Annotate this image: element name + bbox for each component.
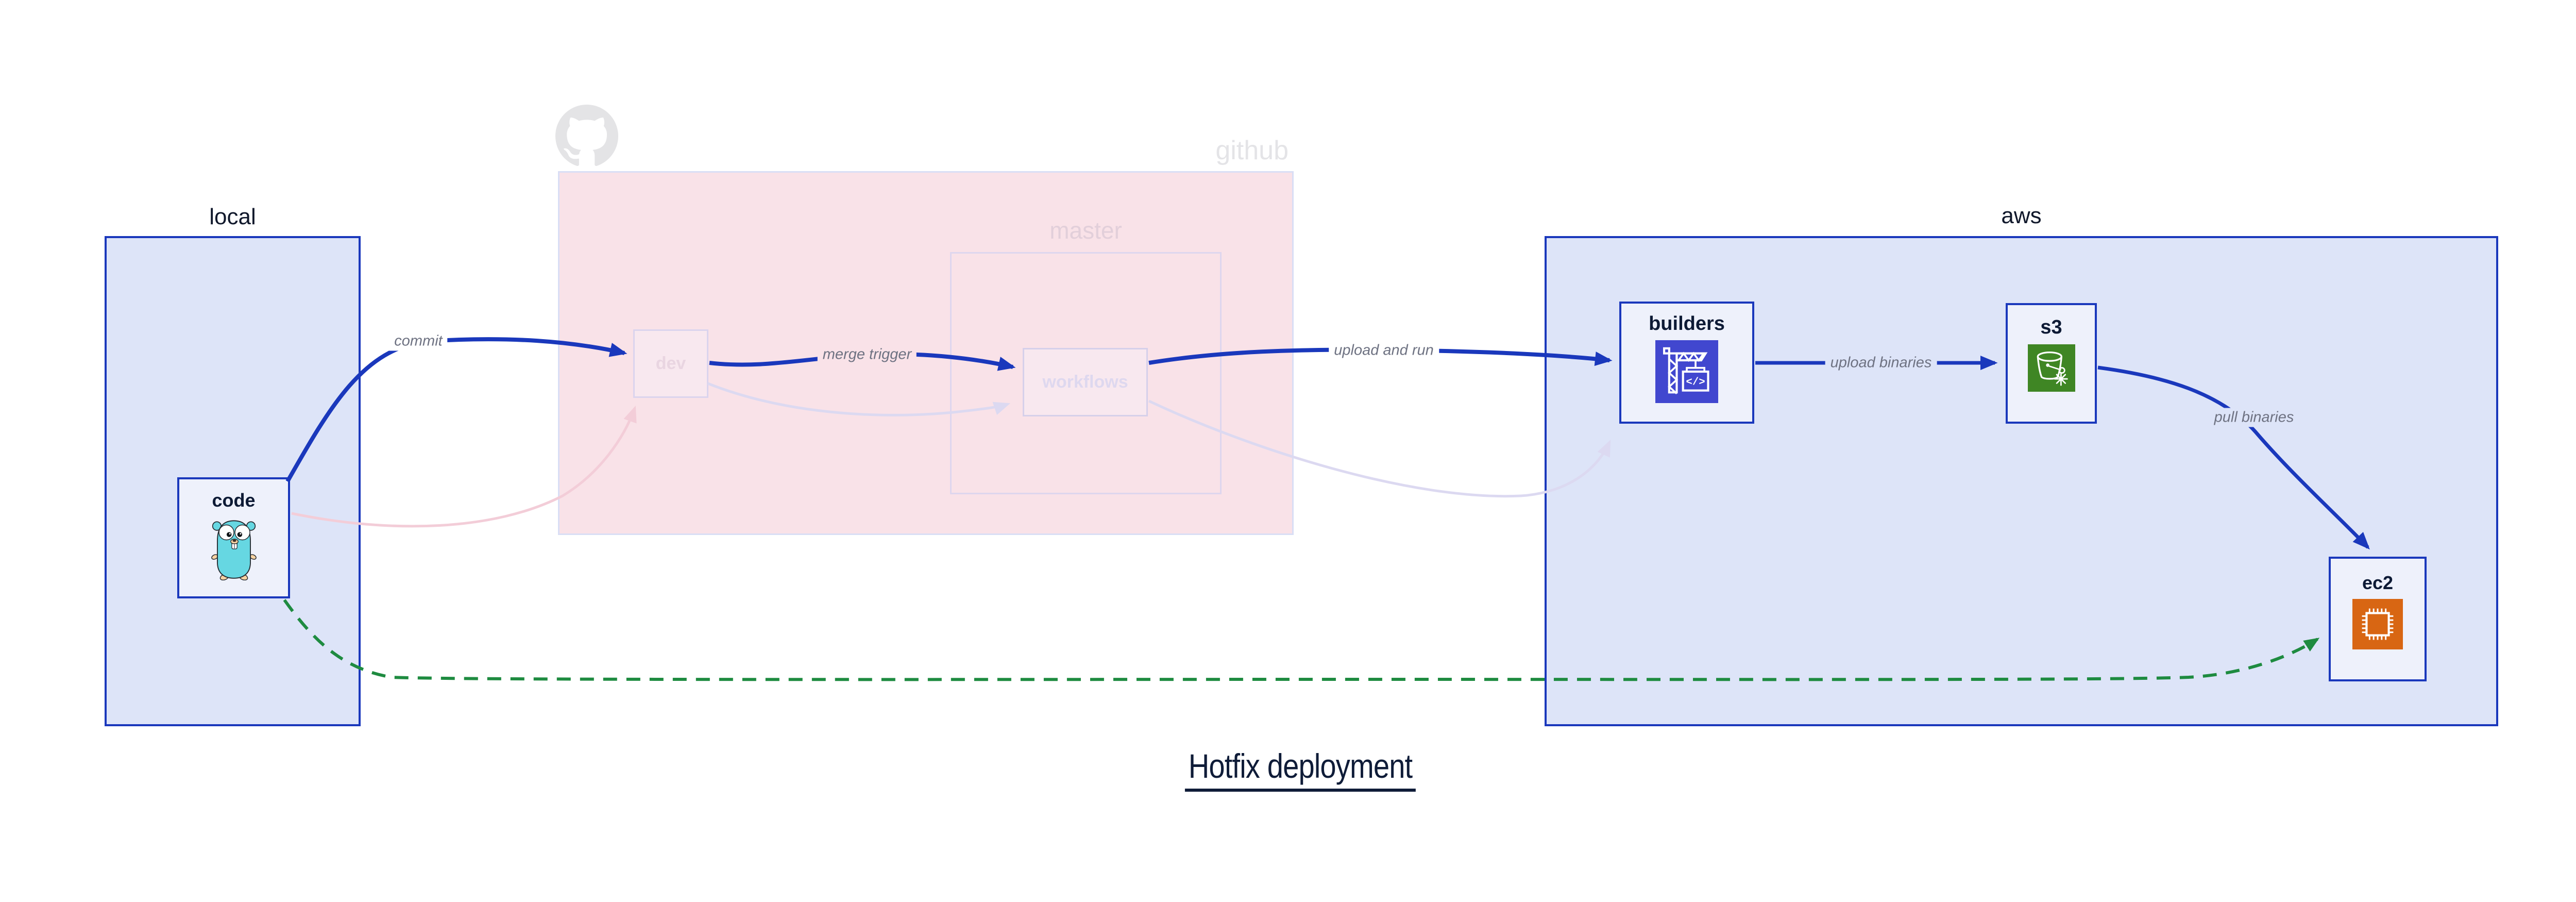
code-node-label: code (212, 490, 256, 511)
commit-edge-label: commit (389, 331, 448, 351)
gopher-icon (209, 516, 259, 583)
code-node: code (177, 477, 290, 598)
builders-node: builders </> (1619, 302, 1754, 424)
dev-node: dev (633, 329, 708, 398)
s3-node-label: s3 (2040, 316, 2062, 338)
merge-trigger-edge-label: merge trigger (817, 345, 917, 364)
local-container-title: local (209, 204, 256, 229)
bucket-snowflake-icon (2027, 344, 2075, 395)
svg-text:</>: </> (1686, 377, 1705, 389)
octocat-icon (555, 105, 618, 168)
aws-container-title: aws (2001, 203, 2042, 228)
dev-node-label: dev (655, 354, 686, 373)
cpu-chip-icon (2352, 599, 2403, 652)
pull-binaries-edge-label: pull binaries (2209, 408, 2299, 427)
ec2-node: ec2 (2329, 557, 2427, 681)
master-container (950, 252, 1222, 494)
builders-node-label: builders (1649, 313, 1725, 335)
ec2-node-label: ec2 (2362, 572, 2394, 593)
upload-binaries-edge-label: upload binaries (1825, 353, 1937, 373)
crane-codebuild-icon: </> (1655, 340, 1718, 406)
diagram-title: Hotfix deployment (1184, 746, 1416, 792)
github-container-title: github (1215, 136, 1289, 165)
s3-node: s3 (2006, 303, 2097, 424)
upload-and-run-edge-label: upload and run (1329, 341, 1439, 360)
workflows-node-label: workflows (1042, 372, 1128, 392)
master-container-title: master (1049, 217, 1122, 244)
workflows-node: workflows (1023, 348, 1148, 416)
